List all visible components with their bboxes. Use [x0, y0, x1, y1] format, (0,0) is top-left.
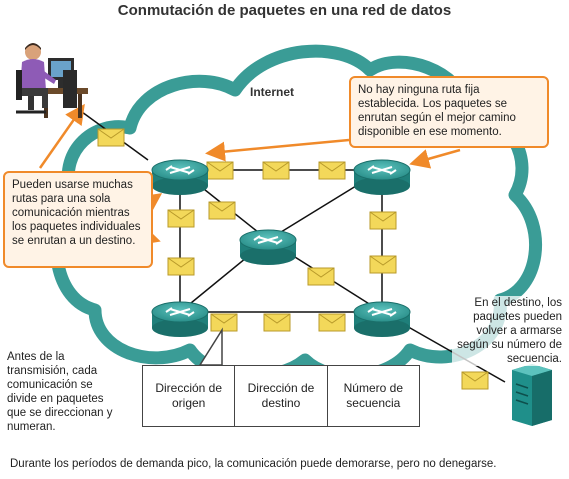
- callout-multiple-paths-text: Pueden usarse muchas rutas para una sola…: [12, 179, 141, 247]
- header-field-destination-address: Dirección de destino: [234, 366, 326, 426]
- packet-icon: [206, 161, 234, 180]
- packet-icon: [167, 257, 195, 276]
- packet-icon: [262, 161, 290, 180]
- packet-icon: [263, 313, 291, 332]
- source-note: Antes de la transmisión, cada comunicaci…: [7, 351, 113, 433]
- callout-multiple-paths: Pueden usarse muchas rutas para una sola…: [3, 171, 153, 268]
- user-workstation-icon: [16, 43, 88, 118]
- footer-note: Durante los períodos de demanda pico, la…: [10, 458, 497, 470]
- router-icon: [353, 159, 411, 195]
- packet-icon: [208, 201, 236, 220]
- arrow-top-to-router-right: [409, 148, 461, 169]
- packets: [97, 128, 489, 390]
- packet-icon: [369, 211, 397, 230]
- packet-icon: [369, 255, 397, 274]
- router-icon: [353, 301, 411, 337]
- router-icon: [151, 301, 209, 337]
- callout-no-fixed-route-text: No hay ninguna ruta fija establecida. Lo…: [358, 84, 516, 138]
- header-field-sequence-number: Número de secuencia: [326, 366, 419, 426]
- packet-icon: [318, 313, 346, 332]
- internet-cloud: [49, 44, 542, 383]
- packet-header-table: Dirección de origen Dirección de destino…: [142, 365, 420, 427]
- packet-icon: [318, 161, 346, 180]
- arrow-left-to-source: [38, 103, 85, 169]
- router-icon: [239, 229, 297, 265]
- arrow-top-to-router: [205, 138, 350, 162]
- callout-no-fixed-route: No hay ninguna ruta fija establecida. Lo…: [349, 76, 549, 148]
- header-pointer: [198, 327, 223, 366]
- destination-note: En el destino, los paquetes pueden volve…: [452, 296, 562, 366]
- diagram-title: Conmutación de paquetes en una red de da…: [117, 2, 452, 19]
- routers: [151, 159, 411, 337]
- header-field-source-address: Dirección de origen: [155, 381, 223, 410]
- server-icon: [512, 364, 552, 426]
- router-icon: [151, 159, 209, 195]
- packet-icon: [461, 371, 489, 390]
- packet-icon: [210, 313, 238, 332]
- packet-icon: [97, 128, 125, 147]
- packet-icon: [167, 209, 195, 228]
- packet-icon: [307, 267, 335, 286]
- internet-label: Internet: [250, 85, 295, 99]
